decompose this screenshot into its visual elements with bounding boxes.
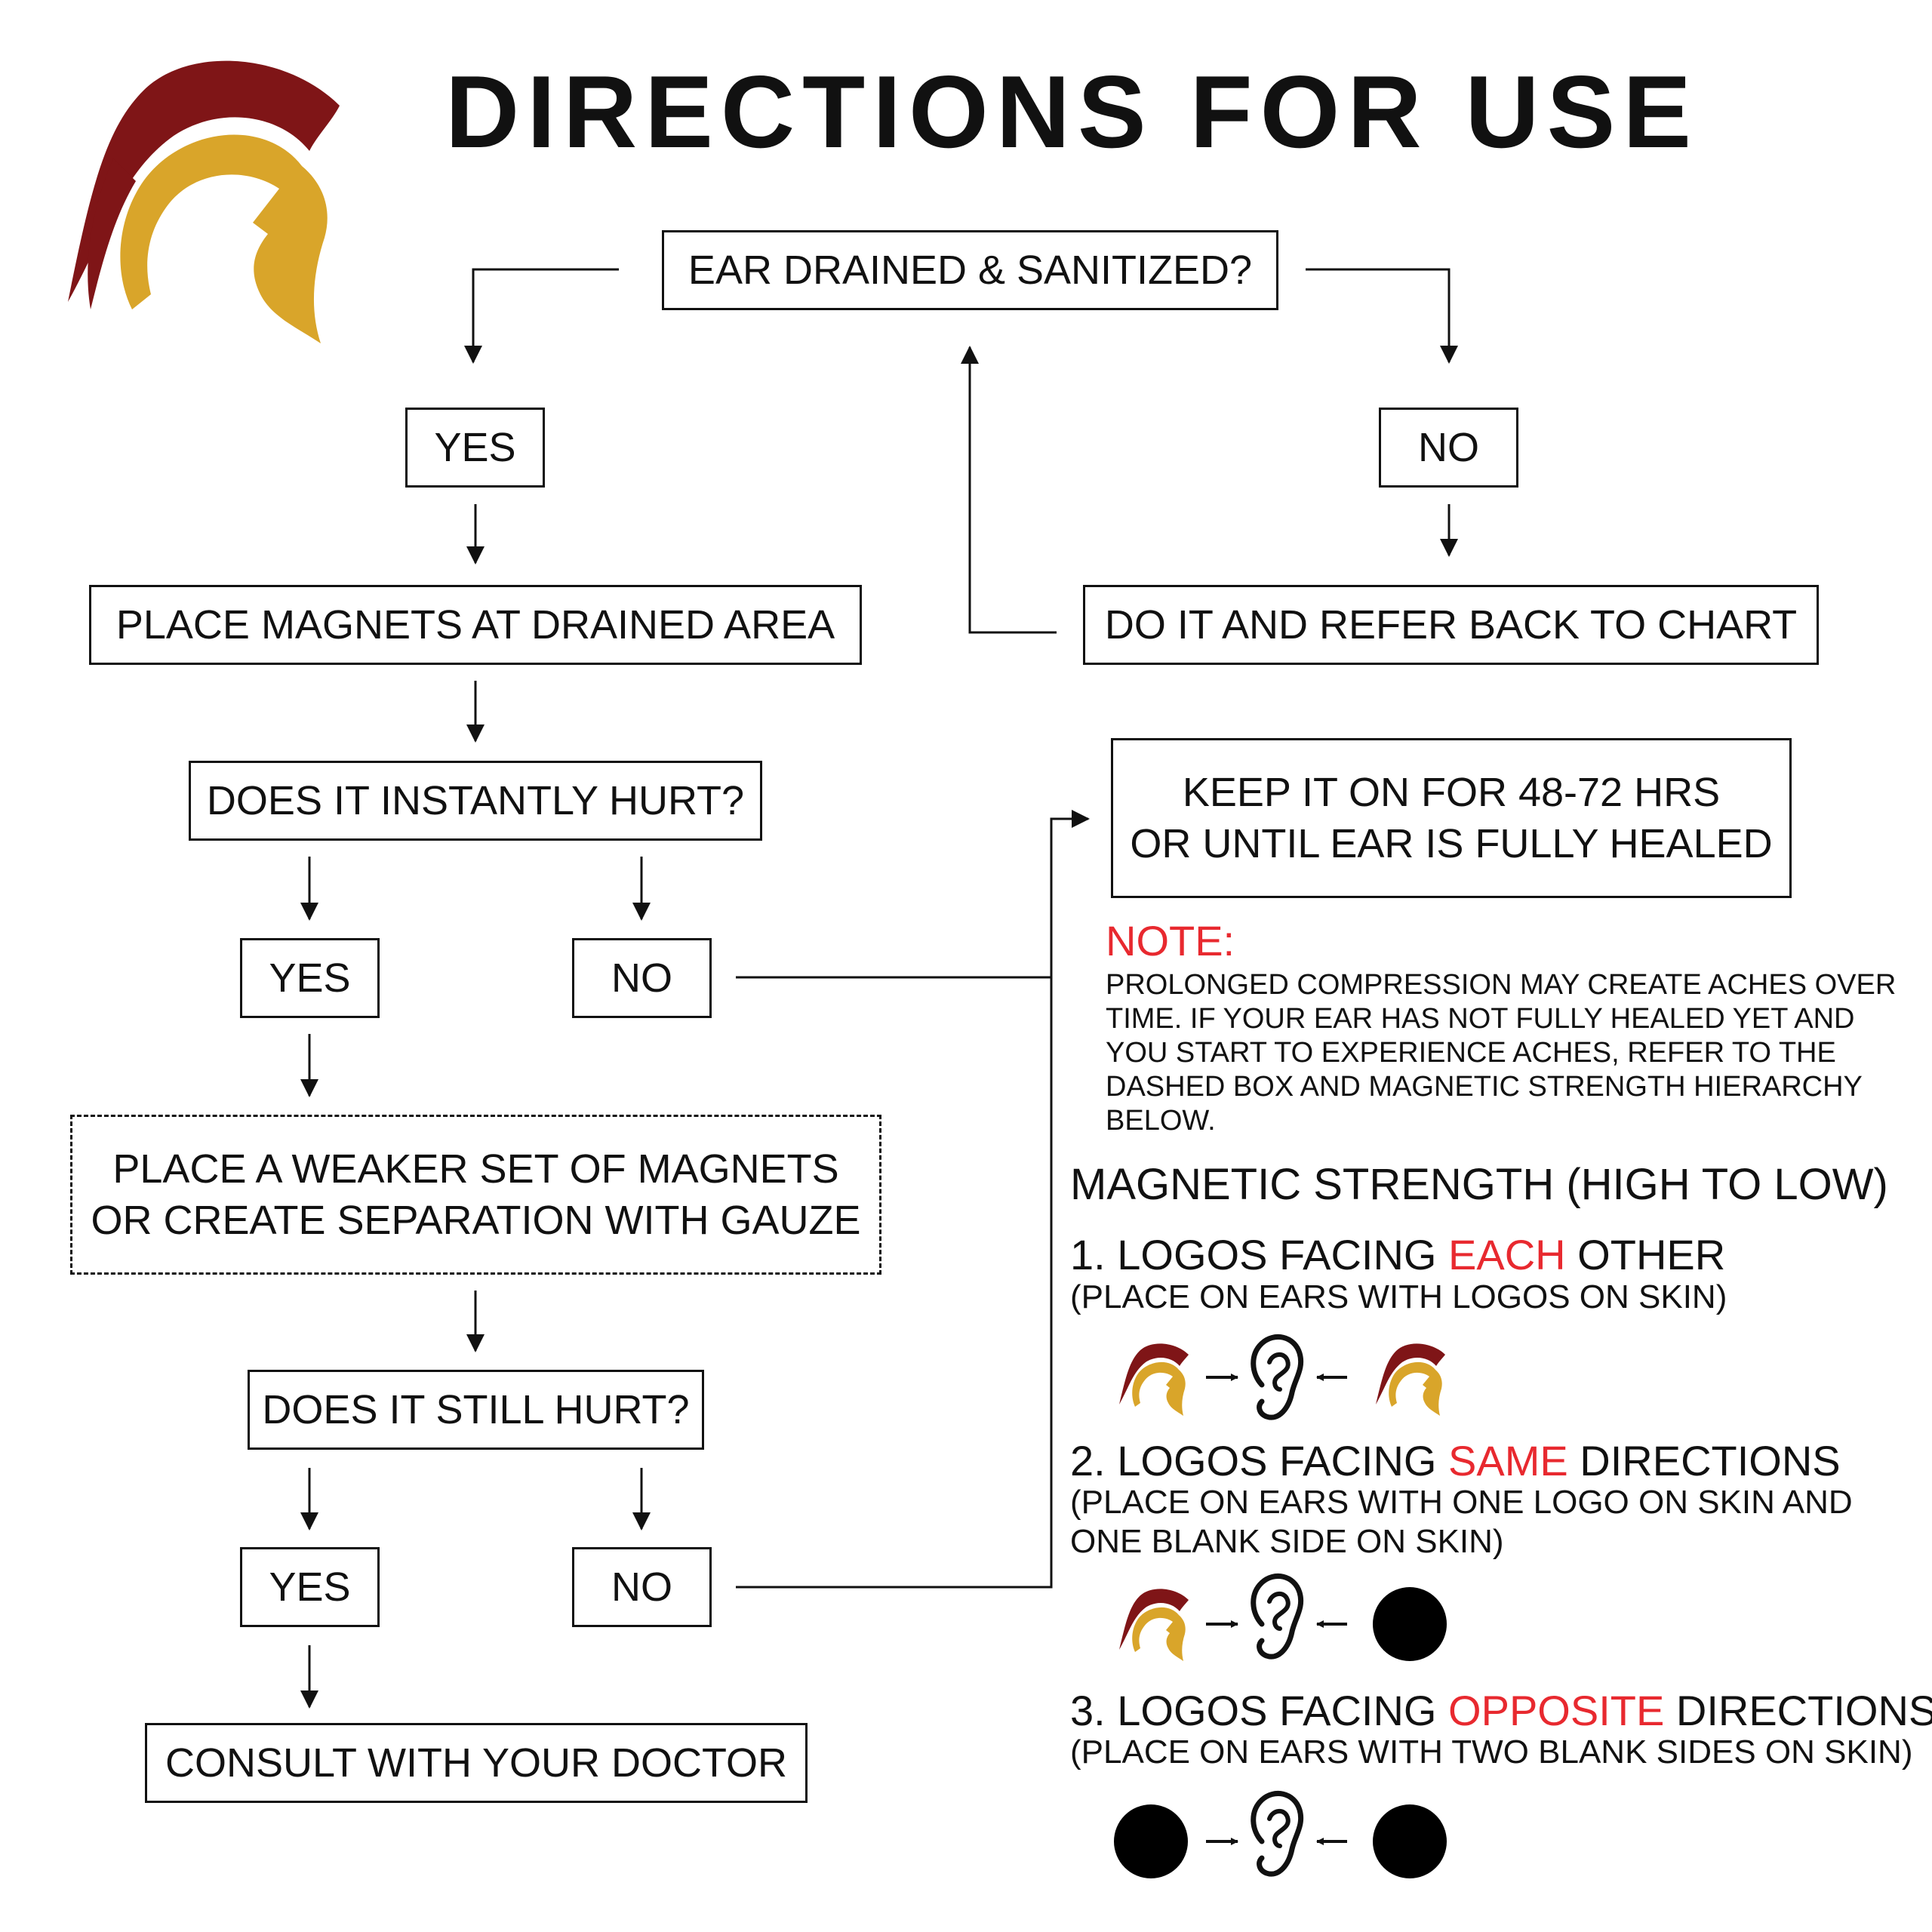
note-line: PROLONGED COMPRESSION MAY CREATE ACHES O… [1106, 969, 1897, 1001]
note-line: YOU START TO EXPERIENCE ACHES, REFER TO … [1106, 1037, 1836, 1069]
still-hurt-text: DOES IT STILL HURT? [262, 1387, 690, 1432]
strength-rank-3: 3. LOGOS FACING OPPOSITE DIRECTIONS [1070, 1686, 1932, 1736]
note-line: BELOW. [1106, 1105, 1216, 1137]
instant-hurt-text: DOES IT INSTANTLY HURT? [206, 778, 745, 823]
rank-text: 1. LOGOS FACING [1070, 1231, 1449, 1278]
helmet-logo-icon [1119, 1343, 1189, 1416]
arrow-start-to-no [1306, 268, 1458, 364]
rank-text: DIRECTIONS [1567, 1437, 1841, 1484]
strength-3-diagram [1114, 1793, 1447, 1878]
still-no-text: NO [611, 1564, 672, 1610]
still-hurt-question-box: DOES IT STILL HURT? [248, 1370, 704, 1450]
blank-magnet-icon [1373, 1804, 1447, 1878]
start-question-box: EAR DRAINED & SANITIZED? [662, 230, 1278, 310]
instant-no-text: NO [611, 955, 672, 1001]
answer-yes-text: YES [434, 425, 516, 470]
place-magnets-text: PLACE MAGNETS AT DRAINED AREA [115, 602, 835, 648]
brand-helmet-logo-icon [68, 60, 340, 343]
note-title: NOTE: [1106, 917, 1235, 964]
arrow-no-to-keep [736, 810, 1090, 979]
still-yes-text: YES [269, 1564, 351, 1610]
weaker-line2: OR CREATE SEPARATION WITH GAUZE [91, 1198, 861, 1243]
rank-text: OTHER [1565, 1231, 1726, 1278]
rank-text: 3. LOGOS FACING [1070, 1687, 1449, 1734]
rank-text: DIRECTIONS [1664, 1687, 1932, 1734]
still-no-box: NO [572, 1547, 712, 1627]
instant-no-box: NO [572, 938, 712, 1018]
ear-icon [1254, 1576, 1301, 1657]
rank-accent: EACH [1448, 1231, 1566, 1278]
answer-no-text: NO [1418, 425, 1479, 470]
strength-rank-2-instruction: ONE BLANK SIDE ON SKIN) [1070, 1523, 1504, 1560]
weaker-magnets-dashed-box: PLACE A WEAKER SET OF MAGNETS OR CREATE … [70, 1115, 881, 1275]
consult-doctor-text: CONSULT WITH YOUR DOCTOR [165, 1740, 788, 1786]
arrow-no3-to-keep [736, 977, 1053, 1589]
strength-1-diagram [1119, 1337, 1445, 1417]
do-it-text: DO IT AND REFER BACK TO CHART [1104, 602, 1798, 648]
page-title: DIRECTIONS FOR USE [445, 54, 1699, 169]
arrow-doit-back-to-start [961, 346, 1057, 634]
note-line: TIME. IF YOUR EAR HAS NOT FULLY HEALED Y… [1106, 1003, 1855, 1035]
weaker-line1: PLACE A WEAKER SET OF MAGNETS [112, 1146, 839, 1192]
blank-magnet-icon [1373, 1587, 1447, 1661]
strength-rank-2-instruction: (PLACE ON EARS WITH ONE LOGO ON SKIN AND [1070, 1484, 1853, 1521]
arrow-start-to-yes [464, 268, 619, 364]
still-yes-box: YES [240, 1547, 380, 1627]
instant-hurt-question-box: DOES IT INSTANTLY HURT? [189, 761, 762, 841]
place-magnets-box: PLACE MAGNETS AT DRAINED AREA [89, 585, 862, 665]
answer-yes-box: YES [405, 408, 545, 488]
magnetic-strength-heading: MAGNETIC STRENGTH (HIGH TO LOW) [1070, 1160, 1888, 1209]
keep-on-box: KEEP IT ON FOR 48-72 HRS OR UNTIL EAR IS… [1111, 738, 1792, 898]
note-body: PROLONGED COMPRESSION MAY CREATE ACHES O… [1106, 968, 1897, 1138]
strength-rank-1-instruction: (PLACE ON EARS WITH LOGOS ON SKIN) [1070, 1278, 1727, 1315]
note-line: DASHED BOX AND MAGNETIC STRENGTH HIERARC… [1106, 1071, 1863, 1103]
consult-doctor-box: CONSULT WITH YOUR DOCTOR [145, 1723, 808, 1803]
instant-yes-box: YES [240, 938, 380, 1018]
blank-magnet-icon [1114, 1804, 1188, 1878]
helmet-logo-icon [1119, 1589, 1189, 1661]
do-it-box: DO IT AND REFER BACK TO CHART [1083, 585, 1819, 665]
strength-rank-2: 2. LOGOS FACING SAME DIRECTIONS [1070, 1436, 1841, 1486]
keep-on-line1: KEEP IT ON FOR 48-72 HRS [1182, 770, 1721, 815]
strength-2-diagram [1119, 1576, 1447, 1661]
start-question-text: EAR DRAINED & SANITIZED? [688, 248, 1253, 293]
rank-accent: OPPOSITE [1448, 1687, 1665, 1734]
rank-accent: SAME [1448, 1437, 1568, 1484]
rank-text: 2. LOGOS FACING [1070, 1437, 1449, 1484]
ear-icon [1254, 1793, 1301, 1874]
strength-rank-1: 1. LOGOS FACING EACH OTHER [1070, 1230, 1725, 1280]
helmet-logo-icon [1376, 1343, 1445, 1416]
strength-rank-3-instruction: (PLACE ON EARS WITH TWO BLANK SIDES ON S… [1070, 1734, 1913, 1770]
keep-on-line2: OR UNTIL EAR IS FULLY HEALED [1130, 821, 1773, 866]
instant-yes-text: YES [269, 955, 351, 1001]
answer-no-box: NO [1379, 408, 1518, 488]
ear-icon [1254, 1337, 1301, 1417]
